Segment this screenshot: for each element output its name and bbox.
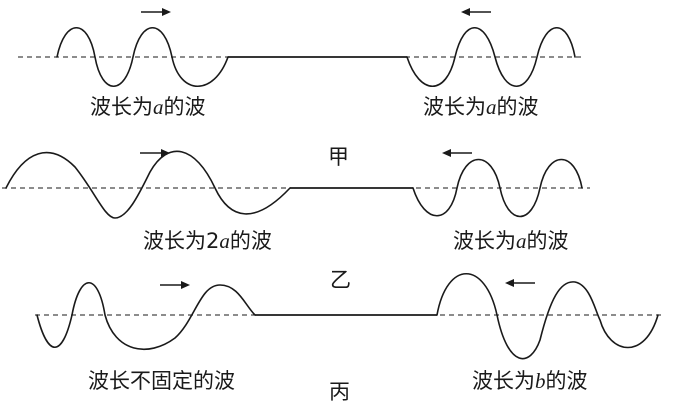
right-wave-label: 波长为a的波: [423, 95, 539, 119]
panel-bing: [35, 273, 665, 360]
arrow-right-icon: [160, 281, 190, 289]
panel-caption: 丙: [329, 380, 350, 404]
panel-jia: [18, 8, 585, 87]
left-wave: [5, 150, 291, 219]
right-wave-label: 波长为b的波: [472, 369, 588, 393]
panel-yi: [2, 149, 590, 219]
label-variable: b: [535, 369, 546, 393]
panel-caption: 乙: [330, 268, 351, 292]
label-prefix: 波长为: [90, 95, 153, 119]
arrow-right-icon: [140, 149, 170, 157]
label-variable: a: [153, 95, 164, 119]
arrow-left-icon: [461, 8, 491, 16]
arrow-left-icon: [505, 279, 535, 287]
label-variable: a: [219, 229, 230, 253]
panel-caption: 甲: [328, 145, 349, 169]
right-wave: [406, 27, 576, 87]
label-suffix: 的波: [545, 369, 588, 393]
label-variable: a: [486, 95, 497, 119]
left-wave: [56, 27, 229, 87]
label-variable: a: [516, 229, 527, 253]
label-suffix: 的波: [163, 95, 206, 119]
left-wave-label: 波长不固定的波: [88, 369, 235, 393]
label-prefix: 波长为: [453, 229, 516, 253]
label-prefix: 波长为: [423, 95, 486, 119]
label-suffix: 的波: [229, 229, 272, 253]
label-prefix: 波长不固定的波: [88, 369, 235, 393]
left-wave-label: 波长为2a的波: [143, 229, 272, 253]
left-wave: [36, 282, 256, 351]
label-prefix: 波长为2: [143, 229, 220, 253]
right-wave-label: 波长为a的波: [453, 229, 569, 253]
label-suffix: 的波: [496, 95, 539, 119]
label-suffix: 的波: [526, 229, 569, 253]
right-wave: [412, 158, 583, 218]
label-prefix: 波长为: [472, 369, 535, 393]
arrow-left-icon: [442, 149, 472, 157]
left-wave-label: 波长为a的波: [90, 95, 206, 119]
right-wave: [436, 273, 659, 360]
arrow-right-icon: [141, 8, 171, 16]
